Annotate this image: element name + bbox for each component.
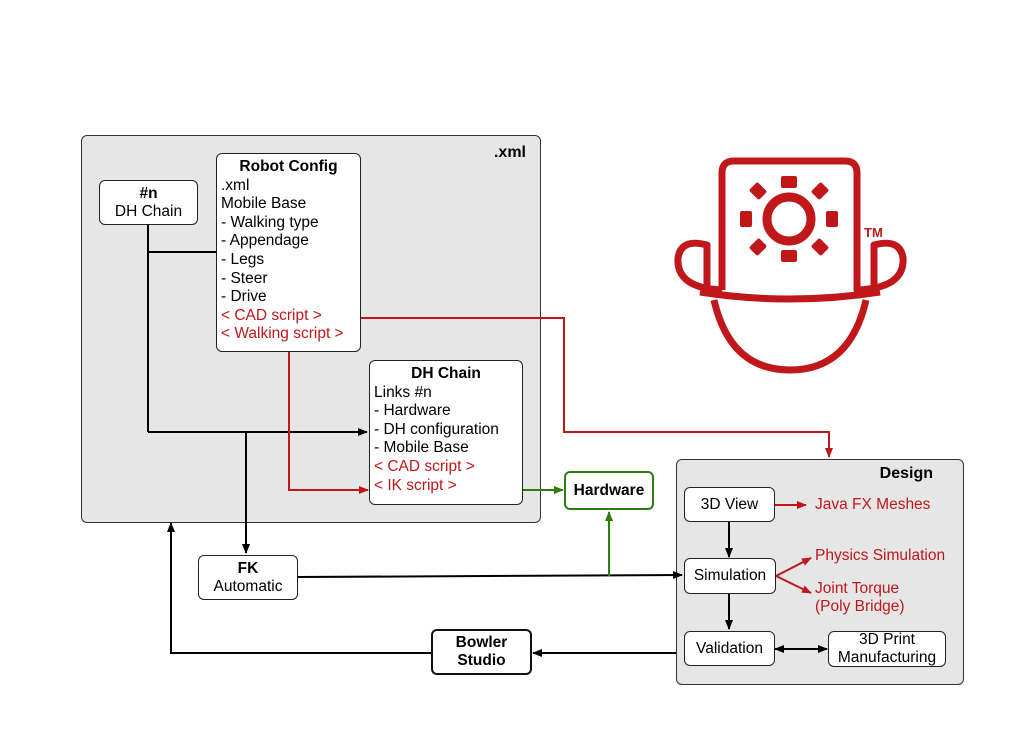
design-group-title: Design xyxy=(879,465,933,482)
bowler-studio-line1: Bowler xyxy=(455,634,508,651)
fk-title: FK xyxy=(237,559,259,577)
dh-chain-line: - DH configuration xyxy=(374,420,499,438)
ik-script-line: < IK script > xyxy=(374,476,457,494)
edge-sim-to-torque xyxy=(775,575,812,594)
n-dh-chain-node[interactable]: #n DH Chain xyxy=(99,180,198,225)
view-3d-node[interactable]: 3D View xyxy=(684,487,775,522)
n-dh-chain-title: #n xyxy=(139,184,158,202)
print-3d-line2: Manufacturing xyxy=(837,649,937,666)
simulation-node[interactable]: Simulation xyxy=(684,558,776,594)
robot-config-line: Mobile Base xyxy=(221,195,307,213)
fk-node[interactable]: FK Automatic xyxy=(198,555,298,600)
n-dh-chain-subtitle: DH Chain xyxy=(114,202,183,220)
bowler-hat-logo: TM xyxy=(674,157,907,374)
poly-bridge-label: (Poly Bridge) xyxy=(815,598,905,615)
edge-fk-to-simulation xyxy=(297,571,683,580)
dh-chain-line: Links #n xyxy=(374,383,432,401)
cad-script-line: < CAD script > xyxy=(221,306,322,324)
fk-subtitle: Automatic xyxy=(213,577,283,595)
dh-chain-line: - Hardware xyxy=(374,402,451,420)
walking-script-line: < Walking script > xyxy=(221,325,344,343)
dh-cad-script-line: < CAD script > xyxy=(374,457,475,475)
trademark-text: TM xyxy=(864,225,883,240)
dh-chain-title: DH Chain xyxy=(411,365,481,382)
gear-icon xyxy=(740,176,838,262)
physics-label: Physics Simulation xyxy=(815,547,946,564)
bowler-studio-node[interactable]: Bowler Studio xyxy=(431,629,532,675)
edge-cad-to-design xyxy=(331,317,833,458)
robot-config-line: - Steer xyxy=(221,269,268,287)
robot-config-line: - Appendage xyxy=(221,232,309,250)
bowler-studio-line2: Studio xyxy=(457,652,506,669)
hardware-title: Hardware xyxy=(573,481,645,499)
hardware-node[interactable]: Hardware xyxy=(564,471,654,510)
dh-chain-node[interactable]: DH Chain Links #n - Hardware - DH config… xyxy=(369,360,523,505)
validation-node[interactable]: Validation xyxy=(684,631,775,666)
robot-config-node[interactable]: Robot Config .xml Mobile Base - Walking … xyxy=(216,153,361,352)
view-3d-label: 3D View xyxy=(700,495,759,513)
java-fx-label: Java FX Meshes xyxy=(815,496,931,513)
edge-bowler-to-xml xyxy=(167,522,432,654)
simulation-label: Simulation xyxy=(693,567,767,584)
robot-config-line: - Legs xyxy=(221,250,265,268)
edge-walking-to-ik xyxy=(288,352,369,494)
print-3d-node[interactable]: 3D Print Manufacturing xyxy=(828,631,946,667)
edge-sim-to-physics xyxy=(775,557,812,577)
validation-label: Validation xyxy=(696,639,763,657)
robot-config-line: .xml xyxy=(221,176,250,194)
dh-chain-line: - Mobile Base xyxy=(374,439,469,457)
joint-torque-label: Joint Torque xyxy=(815,580,900,597)
robot-config-line: - Drive xyxy=(221,288,267,306)
xml-group-title: .xml xyxy=(493,144,526,161)
robot-config-title: Robot Config xyxy=(239,158,338,175)
robot-config-line: - Walking type xyxy=(221,213,319,231)
print-3d-line1: 3D Print xyxy=(859,631,915,648)
